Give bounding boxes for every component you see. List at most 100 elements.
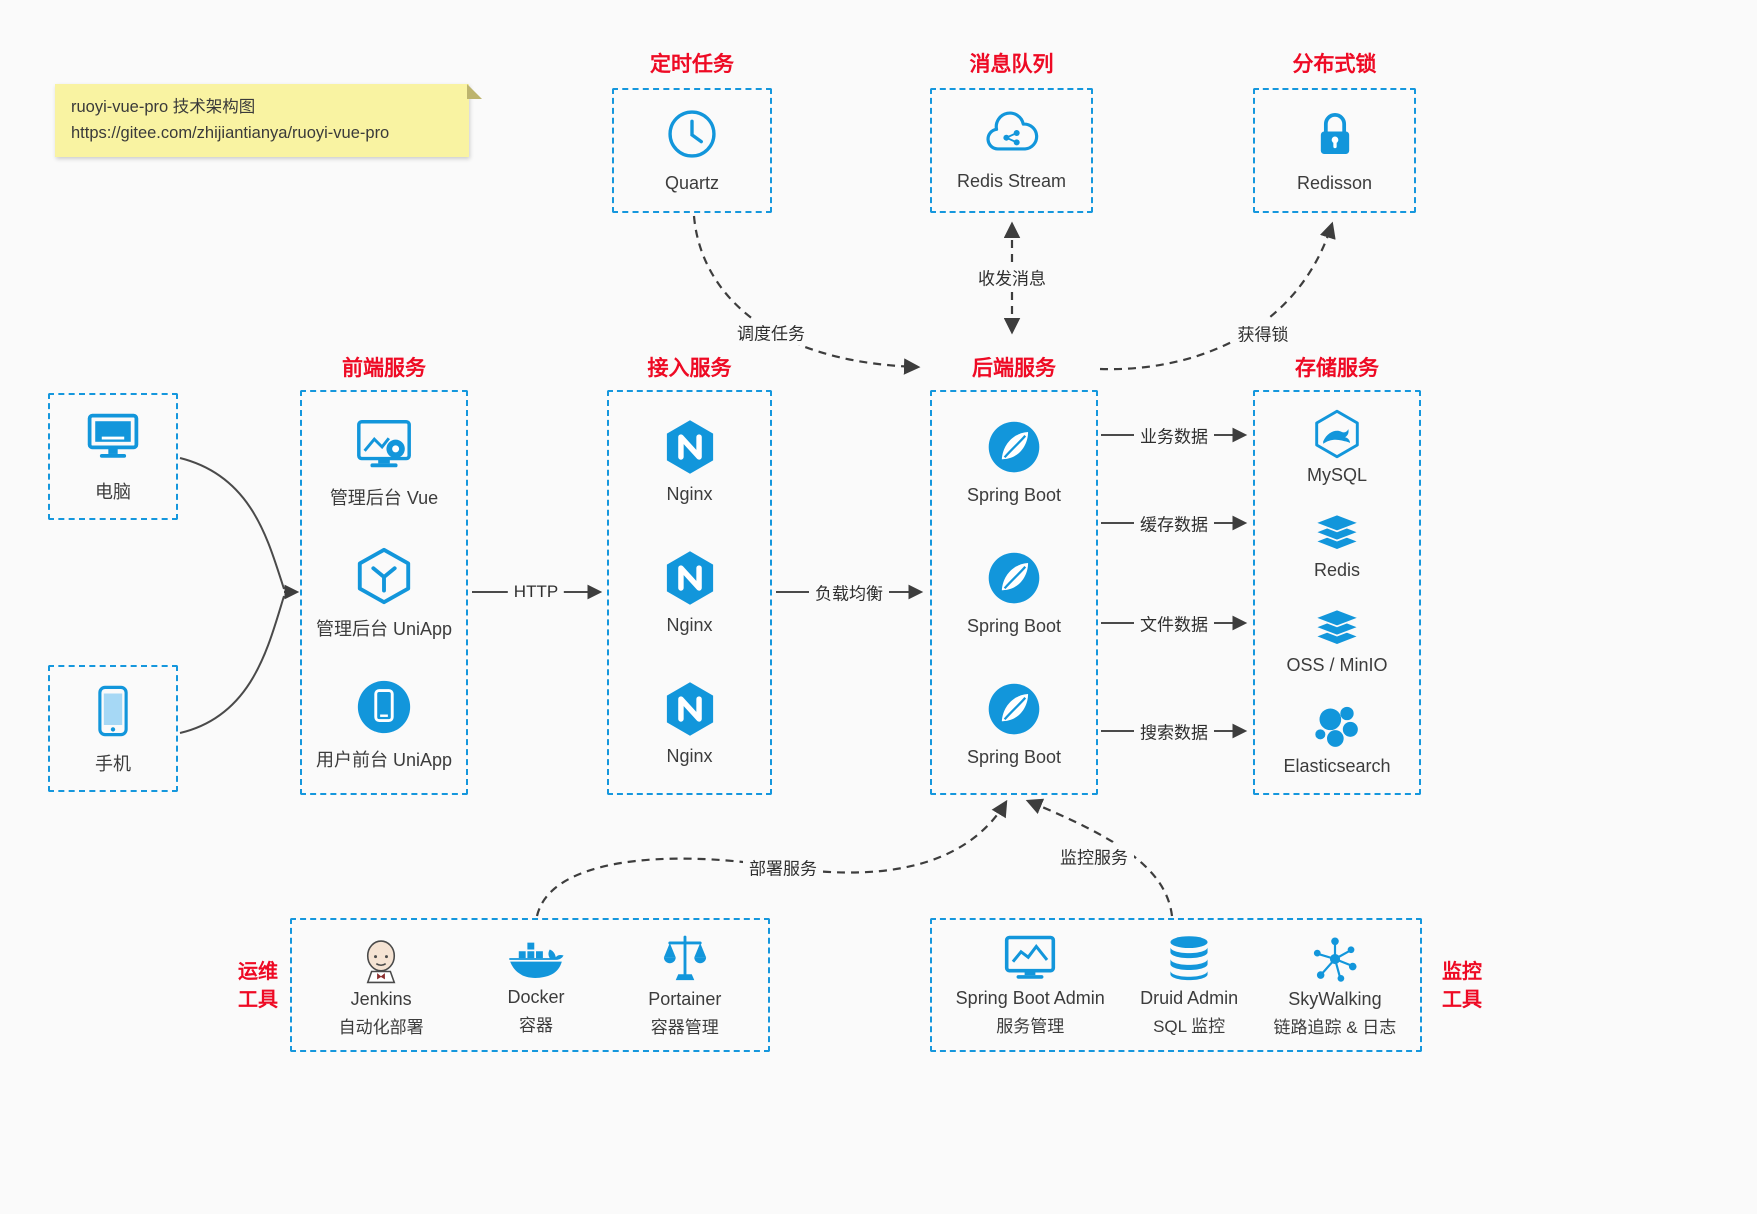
monitor-item-sba: Spring Boot Admin 服务管理 (956, 933, 1105, 1037)
section-title-storage: 存储服务 (1295, 357, 1379, 380)
storage-item-label: OSS / MinIO (1286, 654, 1388, 675)
monitor-item-label: Spring Boot Admin (955, 988, 1105, 1008)
mobile-client-box: 手机 (48, 665, 178, 792)
section-title-message-queue: 消息队列 (969, 53, 1054, 76)
frontend-item-user-uniapp: 用户前台 UniApp (316, 676, 452, 772)
computer-icon (87, 413, 139, 458)
lock-icon (1320, 113, 1349, 155)
ops-item-sublabel: 容器 (518, 1016, 553, 1035)
storage-item-label: Elasticsearch (1283, 755, 1391, 776)
mobile-client-label: 手机 (95, 753, 131, 774)
redis-icon (1312, 513, 1362, 551)
edge-label-deploy: 部署服务 (743, 853, 823, 881)
section-title-scheduled-task: 定时任务 (650, 53, 734, 76)
section-title-access: 接入服务 (647, 357, 732, 380)
frontend-item-label: 管理后台 UniApp (315, 618, 453, 639)
ops-item-sublabel: 容器管理 (650, 1018, 719, 1037)
portainer-scales-icon (663, 935, 706, 981)
access-box: Nginx Nginx Nginx (607, 390, 772, 795)
frontend-box: 管理后台 Vue 管理后台 UniApp 用户前台 UniApp (300, 390, 468, 795)
backend-item-springboot-3: Spring Boot (967, 679, 1061, 768)
monitor-item-label: Druid Admin (1140, 988, 1239, 1008)
storage-item-redis: Redis (1310, 511, 1364, 581)
access-item-label: Nginx (666, 615, 713, 635)
storage-item-oss: OSS / MinIO (1286, 606, 1388, 676)
ops-item-jenkins: Jenkins 自动化部署 (339, 932, 424, 1038)
section-title-distributed-lock: 分布式锁 (1292, 53, 1377, 76)
mysql-icon (1315, 410, 1359, 459)
ops-item-label: Jenkins (350, 989, 412, 1009)
edge-label-cache-data: 缓存数据 (1134, 509, 1214, 537)
nginx-icon (666, 682, 713, 736)
pc-client-label: 电脑 (95, 481, 131, 502)
backend-box: Spring Boot Spring Boot Spring Boot (930, 390, 1098, 795)
backend-item-label: Spring Boot (966, 485, 1062, 505)
storage-item-label: Redis (1313, 560, 1361, 581)
edge-label-schedule: 调度任务 (731, 318, 811, 346)
section-title-ops: 运维 工具 (230, 958, 286, 1014)
redisson-box: Redisson (1253, 88, 1416, 213)
frontend-item-vue: 管理后台 Vue (330, 414, 438, 510)
oss-minio-icon (1312, 608, 1362, 646)
access-item-label: Nginx (666, 746, 713, 766)
ops-title-line1: 运维 (238, 961, 278, 983)
monitor-tools-box: Spring Boot Admin 服务管理 Druid Admin SQL 监… (930, 918, 1422, 1052)
redisson-label: Redisson (1296, 172, 1373, 193)
redis-stream-box: Redis Stream (930, 88, 1093, 213)
monitor-title-line1: 监控 (1442, 961, 1482, 983)
section-title-monitor: 监控 工具 (1434, 958, 1490, 1014)
quartz-box: Quartz (612, 88, 772, 213)
edge-label-load-balance: 负载均衡 (809, 578, 889, 606)
backend-item-springboot-2: Spring Boot (967, 548, 1061, 637)
edge-label-http: HTTP (507, 581, 565, 603)
monitor-item-label: SkyWalking (1288, 989, 1382, 1009)
note-url: https://gitee.com/zhijiantianya/ruoyi-vu… (71, 123, 390, 142)
admin-vue-icon (357, 419, 411, 467)
uniapp-cube-icon (357, 547, 411, 604)
edge-label-business-data: 业务数据 (1134, 421, 1214, 449)
quartz-label: Quartz (664, 172, 720, 193)
backend-item-label: Spring Boot (966, 616, 1062, 636)
sticky-note: ruoyi-vue-pro 技术架构图 https://gitee.com/zh… (55, 84, 482, 158)
phone-icon (98, 685, 128, 736)
spring-boot-icon (988, 683, 1040, 735)
monitor-item-sublabel: 链路追踪 & 日志 (1273, 1018, 1397, 1037)
ops-tools-box: Jenkins 自动化部署 Docker 容器 (290, 918, 770, 1052)
section-title-backend: 后端服务 (972, 357, 1056, 380)
access-item-nginx-2: Nginx (661, 549, 719, 636)
spring-boot-icon (988, 421, 1040, 473)
storage-item-mysql: MySQL (1307, 408, 1367, 486)
backend-item-label: Spring Boot (966, 747, 1062, 767)
access-item-nginx-3: Nginx (661, 680, 719, 767)
cloud-network-icon (985, 111, 1038, 151)
ops-item-portainer: Portainer 容器管理 (648, 932, 721, 1038)
monitor-item-sublabel: 服务管理 (996, 1017, 1065, 1036)
ops-item-sublabel: 自动化部署 (338, 1018, 424, 1037)
monitor-item-druid: Druid Admin SQL 监控 (1140, 933, 1238, 1037)
pc-client-box: 电脑 (48, 393, 178, 520)
monitor-title-line2: 工具 (1442, 989, 1482, 1011)
spring-boot-admin-icon (1005, 935, 1056, 979)
nginx-icon (666, 551, 713, 605)
nginx-icon (666, 420, 713, 474)
ops-item-label: Portainer (648, 989, 722, 1009)
note-title: ruoyi-vue-pro 技术架构图 (71, 98, 256, 116)
frontend-item-label: 管理后台 Vue (329, 487, 439, 508)
elasticsearch-icon (1315, 706, 1358, 747)
edge-label-lock: 获得锁 (1231, 319, 1295, 347)
frontend-item-admin-uniapp: 管理后台 UniApp (316, 545, 452, 641)
user-app-icon (357, 680, 411, 733)
storage-item-elasticsearch: Elasticsearch (1283, 701, 1391, 777)
clock-icon (668, 110, 716, 158)
access-item-label: Nginx (666, 484, 713, 504)
ops-title-line2: 工具 (238, 989, 278, 1011)
edge-label-search-data: 搜索数据 (1134, 717, 1214, 745)
backend-item-springboot-1: Spring Boot (967, 417, 1061, 506)
edge-label-monitor: 监控服务 (1054, 842, 1134, 870)
access-item-nginx-1: Nginx (661, 418, 719, 505)
monitor-item-skywalking: SkyWalking 链路追踪 & 日志 (1273, 932, 1397, 1038)
edge-label-file-data: 文件数据 (1134, 609, 1214, 637)
skywalking-network-icon (1313, 937, 1357, 982)
storage-item-label: MySQL (1306, 465, 1367, 486)
